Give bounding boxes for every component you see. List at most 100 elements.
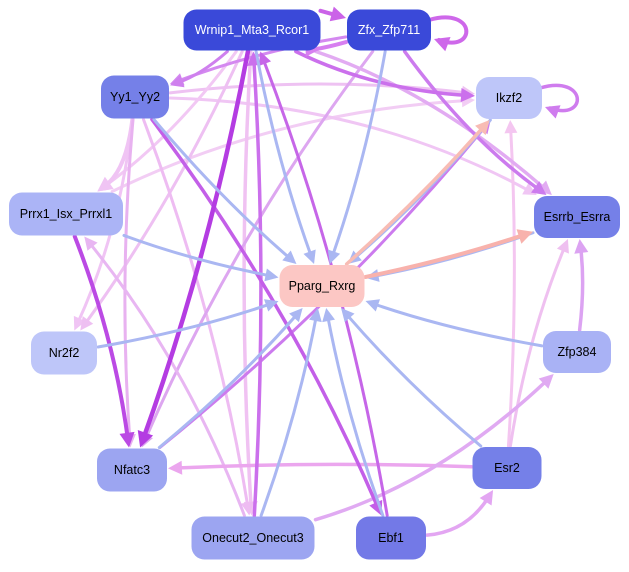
node-onecut2[interactable]: Onecut2_Onecut3 [191,516,315,560]
node-pparg-label: Pparg_Rxrg [289,279,356,293]
node-zfp384-shape[interactable] [543,331,611,373]
edge-yy1-pparg [152,118,292,261]
edge-nr2f2-pparg-arrowhead [263,299,279,312]
node-pparg[interactable]: Pparg_Rxrg [279,265,365,307]
node-ikzf2-shape[interactable] [476,77,542,119]
edge-onecut2-prrx1-arrowhead [84,236,98,251]
edge-yy1-nr2f2-arrowhead [73,315,86,331]
edge-zfx-zfx [427,15,469,45]
edge-ikzf2-ikzf2 [538,83,579,113]
node-nfatc3[interactable]: Nfatc3 [97,448,167,492]
node-yy1-label: Yy1_Yy2 [110,90,160,104]
edge-esr2-pparg [344,312,483,448]
node-ebf1-shape[interactable] [356,516,426,560]
edge-ikzf2-ikzf2-arrowhead [545,105,561,119]
node-zfx-label: Zfx_Zfp711 [358,23,420,37]
node-zfp384-label: Zfp384 [558,345,597,359]
node-pparg-shape[interactable] [279,265,365,307]
edge-prrx1-ikzf2 [110,98,469,193]
edge-onecut2-pparg [259,314,318,517]
node-yy1[interactable]: Yy1_Yy2 [101,75,169,119]
node-esr2-shape[interactable] [472,447,542,489]
edge-wrnip1-esrrb [314,49,548,192]
node-prrx1[interactable]: Prrx1_Isx_Prrxl1 [9,192,123,236]
edge-yy1-onecut2-arrowhead [240,501,254,516]
edge-zfp384-esrrb-arrowhead [574,239,589,254]
edge-pparg-ikzf2 [344,124,486,266]
node-wrnip1-shape[interactable] [183,9,321,51]
edge-ebf1-wrnip1-arrowhead [258,51,272,67]
node-yy1-shape[interactable] [101,75,169,119]
edge-onecut2-zfp384 [313,377,550,522]
edge-wrnip1-ikzf2-arrowhead [460,88,475,103]
edge-zfx-esrrb [402,49,542,192]
edge-wrnip1-onecut2 [242,49,253,509]
edge-wrnip1-nr2f2-arrowhead [80,316,94,331]
edge-nfatc3-pparg-arrowhead [289,308,303,323]
node-onecut2-shape[interactable] [191,516,315,560]
node-nr2f2-shape[interactable] [31,331,97,375]
edge-esr2-ikzf2-arrowhead [504,120,518,134]
edge-wrnip1-prrx1 [102,50,238,189]
edge-onecut2-prrx1 [87,241,246,517]
edge-nr2f2-pparg [96,302,273,349]
node-nfatc3-label: Nfatc3 [114,463,150,477]
node-ebf1-label: Ebf1 [378,531,404,545]
node-zfp384[interactable]: Zfp384 [543,331,611,373]
edge-esr2-esrrb [508,244,567,448]
edge-wrnip1-yy1-arrowhead [170,74,185,88]
edge-prrx1-nfatc3 [72,234,130,441]
edge-esr2-esrrb-arrowhead [556,239,569,254]
edge-zfx-pparg-arrowhead [327,249,341,264]
edge-esr2-nfatc3-arrowhead [168,460,183,475]
edge-zfp384-pparg-arrowhead [365,299,381,312]
edge-prrx1-pparg [122,233,273,278]
node-esrrb-label: Esrrb_Esrra [544,210,611,224]
edge-yy1-esrrb [168,96,532,193]
edge-prrx1-pparg-arrowhead [264,268,279,282]
node-prrx1-label: Prrx1_Isx_Prrxl1 [20,207,112,221]
edge-zfx-pparg [330,50,387,259]
node-prrx1-shape[interactable] [9,192,123,236]
node-wrnip1[interactable]: Wrnip1_Mta3_Rcor1 [183,9,321,51]
node-nr2f2-label: Nr2f2 [49,346,80,360]
node-ebf1[interactable]: Ebf1 [356,516,426,560]
edge-onecut2-wrnip1 [252,58,263,518]
edge-zfx-nfatc3 [143,50,375,442]
node-nfatc3-shape[interactable] [97,448,167,492]
node-nr2f2[interactable]: Nr2f2 [31,331,97,375]
edge-zfp384-esrrb [577,245,585,332]
edge-zfx-esrrb-arrowhead [531,181,547,195]
node-esr2[interactable]: Esr2 [472,447,542,489]
edge-ebf1-pparg [326,314,385,517]
edge-yy1-prrx1-arrowhead [97,176,114,192]
edge-yy1-ebf1 [150,117,380,510]
edge-prrx1-nfatc3-arrowhead [119,431,135,448]
edge-onecut2-pparg-arrowhead [309,308,322,323]
edge-esr2-ikzf2 [506,126,516,448]
edge-wrnip1-pparg [254,50,313,259]
edge-yy1-pparg-arrowhead [282,250,297,264]
node-zfx[interactable]: Zfx_Zfp711 [347,9,431,51]
edge-ebf1-pparg-arrowhead [322,308,335,323]
edge-yy1-ikzf2 [168,82,469,95]
node-zfx-shape[interactable] [347,9,431,51]
node-esrrb-shape[interactable] [534,196,620,238]
node-wrnip1-label: Wrnip1_Mta3_Rcor1 [195,23,309,37]
edge-wrnip1-nfatc3-arrowhead [137,430,154,448]
edge-wrnip1-nfatc3 [141,49,251,441]
edge-nfatc3-pparg [157,312,299,449]
edge-zfp384-pparg [371,302,544,348]
node-onecut2-label: Onecut2_Onecut3 [202,531,304,545]
node-ikzf2[interactable]: Ikzf2 [476,77,542,119]
node-esr2-label: Esr2 [494,461,520,475]
edge-esr2-nfatc3 [174,462,474,470]
node-esrrb[interactable]: Esrrb_Esrra [534,196,620,238]
edge-ebf1-esr2-arrowhead [479,490,494,506]
edge-wrnip1-pparg-arrowhead [303,249,316,264]
edge-wrnip1-zfx-arrowhead [329,6,346,22]
node-ikzf2-label: Ikzf2 [496,91,522,105]
edge-esr2-pparg-arrowhead [341,308,355,323]
